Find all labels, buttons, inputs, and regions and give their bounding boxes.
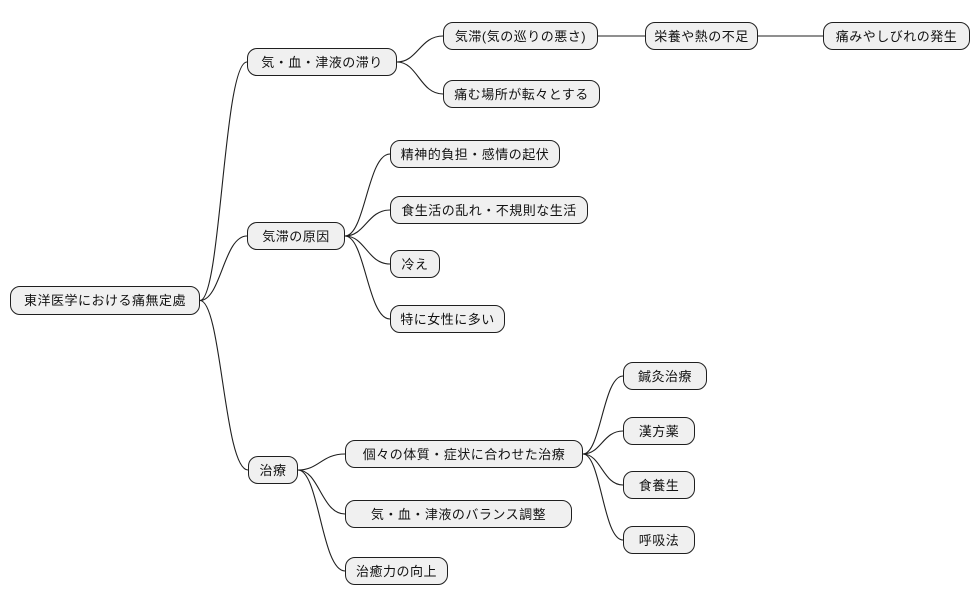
mindmap-node-root: 東洋医学における痛無定處 bbox=[10, 286, 200, 315]
mindmap-edge-individualized-acupuncture bbox=[582, 375, 624, 455]
mindmap-node-individualized: 個々の体質・症状に合わせた治療 bbox=[345, 440, 583, 468]
mindmap-edge-root-treatment bbox=[199, 299, 249, 471]
mindmap-edge-individualized-breathing bbox=[582, 453, 624, 541]
mindmap-node-balance: 気・血・津液のバランス調整 bbox=[345, 500, 572, 528]
mindmap-node-moving_pain: 痛む場所が転々とする bbox=[443, 80, 600, 108]
mindmap-node-women: 特に女性に多い bbox=[390, 305, 505, 333]
mindmap-edge-root-stagnation bbox=[199, 61, 248, 302]
mindmap-node-kampo: 漢方薬 bbox=[623, 417, 695, 445]
mindmap-edge-causes-mental bbox=[344, 153, 391, 237]
mindmap-node-qi_stagnation: 気滞(気の巡りの悪さ) bbox=[443, 22, 598, 50]
mindmap-node-mental: 精神的負担・感情の起伏 bbox=[390, 140, 560, 168]
mindmap-edge-individualized-kampo bbox=[582, 430, 624, 455]
mindmap-edge-causes-women bbox=[344, 235, 391, 320]
mindmap-node-healing: 治癒力の向上 bbox=[345, 557, 448, 585]
mindmap-node-acupuncture: 鍼灸治療 bbox=[623, 362, 707, 390]
mindmap-edge-stagnation-moving_pain bbox=[396, 61, 444, 95]
mindmap-edge-treatment-healing bbox=[297, 469, 346, 572]
mindmap-edge-stagnation-qi_stagnation bbox=[396, 35, 444, 63]
mindmap-edge-individualized-dietetics bbox=[582, 453, 624, 486]
mindmap-edge-treatment-individualized bbox=[297, 453, 346, 471]
mindmap-node-causes: 気滞の原因 bbox=[247, 222, 345, 250]
mindmap-node-breathing: 呼吸法 bbox=[623, 526, 695, 554]
mindmap-edge-causes-diet bbox=[344, 209, 391, 237]
mindmap-node-treatment: 治療 bbox=[248, 456, 298, 484]
mindmap-edge-causes-cold bbox=[344, 235, 391, 265]
mindmap-edge-treatment-balance bbox=[297, 469, 346, 515]
mindmap-node-deficiency: 栄養や熱の不足 bbox=[645, 22, 758, 50]
mindmap-node-stagnation: 気・血・津液の滞り bbox=[247, 48, 397, 76]
mindmap-node-cold: 冷え bbox=[390, 250, 440, 278]
mindmap-node-diet: 食生活の乱れ・不規則な生活 bbox=[390, 196, 588, 224]
mindmap-node-dietetics: 食養生 bbox=[623, 471, 695, 499]
mindmap-edge-root-causes bbox=[199, 235, 248, 302]
mindmap-node-pain_numbness: 痛みやしびれの発生 bbox=[823, 22, 970, 50]
